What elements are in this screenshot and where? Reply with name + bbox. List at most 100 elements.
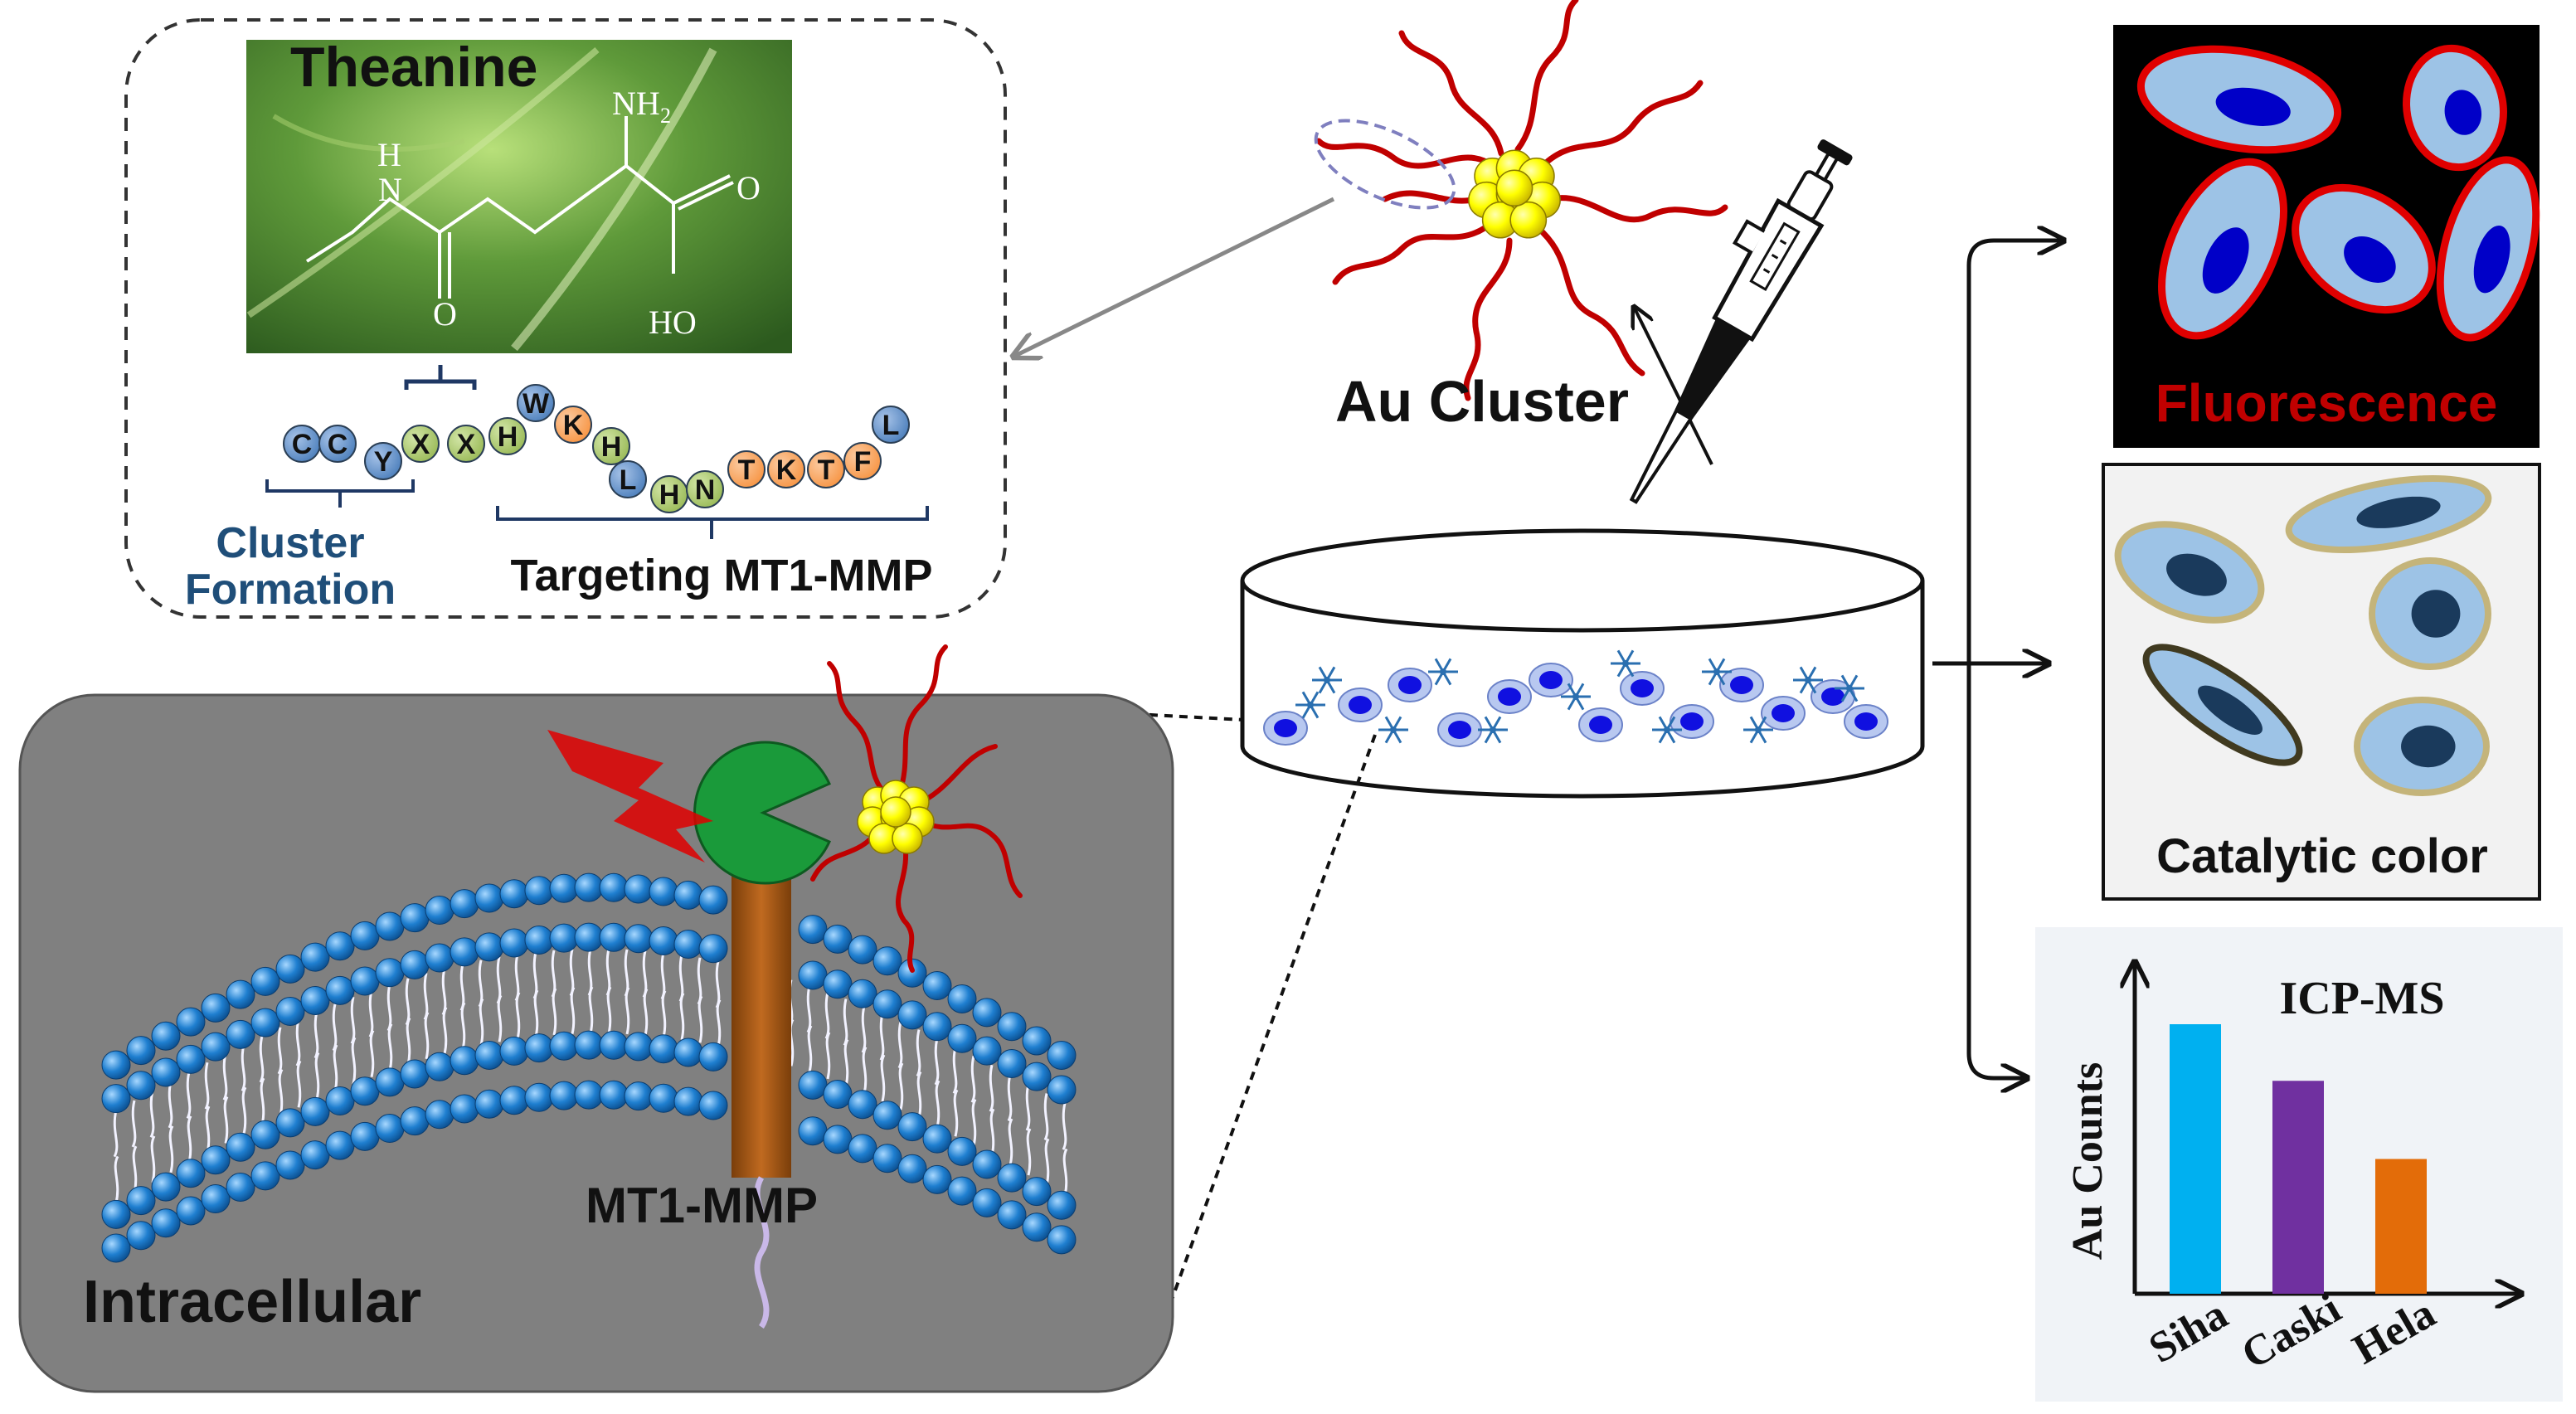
lipid-head (649, 1083, 678, 1113)
dish-fibroblast (1478, 716, 1508, 744)
lipid-head (798, 1070, 828, 1100)
peptide-residue: L (872, 406, 910, 444)
peptide-residue-letter: H (498, 421, 518, 453)
fluorescent-cell (2158, 158, 2287, 340)
bar-caski (2272, 1081, 2324, 1294)
stained-cells (2114, 474, 2492, 796)
lipid-head (201, 1032, 231, 1062)
lipid-bilayer (101, 872, 1077, 1263)
lipid-tail (223, 1096, 229, 1144)
lipid-head (823, 1125, 853, 1154)
mt1-mmp-receptor (731, 829, 791, 1178)
lipid-head (698, 1091, 728, 1120)
lipid-head (1047, 1040, 1077, 1070)
peptide-residue: W (517, 384, 555, 422)
lipid-head (947, 1136, 977, 1166)
lipid-tail (916, 1071, 922, 1119)
lipid-head (524, 1033, 554, 1063)
peptide-residue: C (318, 425, 357, 463)
lipid-tail (387, 1023, 393, 1071)
lipid-tail (114, 1155, 119, 1203)
lipid-head (549, 873, 579, 903)
fluorescent-cell (2436, 156, 2540, 342)
atom-nh: NH (612, 85, 660, 122)
lipid-head (1047, 1190, 1077, 1220)
ligand-highlight-ellipse (1314, 119, 1456, 210)
gold-atom (1509, 201, 1548, 239)
output-arrows (1932, 241, 2063, 1078)
lipid-tail (259, 1035, 265, 1083)
lipid-head (400, 950, 430, 979)
lipid-head (524, 1082, 554, 1112)
lipid-head (275, 1150, 305, 1180)
lipid-head (922, 1164, 952, 1194)
lipid-tail (460, 1002, 466, 1050)
lipid-tail (843, 1038, 849, 1086)
lipid-head (474, 1040, 504, 1070)
lipid-head (823, 924, 853, 954)
dish-fibroblast (1428, 658, 1458, 686)
lipid-head (972, 1188, 1002, 1217)
ligand-to-structure-arrow (1013, 197, 1335, 357)
lipid-head (872, 989, 902, 1019)
dish-cell (1719, 668, 1764, 702)
dish-fibroblast (1378, 716, 1408, 744)
dish-fibroblast (1295, 691, 1325, 719)
lipid-tail (131, 1100, 137, 1148)
lipid-head (1022, 1212, 1052, 1242)
lipid-tail (897, 1021, 903, 1069)
lipid-tail (351, 1037, 357, 1085)
lipid-head (300, 1096, 330, 1126)
lipid-head (151, 1057, 181, 1087)
stained-cell (2142, 644, 2303, 766)
lipid-head (400, 903, 430, 933)
dish-fibroblast (1793, 666, 1823, 694)
au-cluster-label: Au Cluster (1335, 369, 1629, 434)
lipid-head (848, 979, 877, 1008)
dish-cell (1487, 679, 1532, 714)
dish-fibroblast (1835, 674, 1864, 702)
lipid-tail (1062, 1102, 1067, 1150)
lipid-head (798, 960, 828, 990)
lipid-head (599, 922, 629, 952)
targeting-bracket (496, 506, 929, 539)
lipid-head (848, 1090, 877, 1120)
lipid-tail (204, 1062, 210, 1110)
lipid-head (574, 922, 604, 952)
dish-fibroblast (1652, 716, 1682, 744)
lipid-head (1047, 1075, 1077, 1105)
lipid-tail (552, 988, 557, 1036)
dish-cell (1761, 696, 1806, 731)
atom-nh-subscript: 2 (660, 104, 671, 128)
icp-chart-ylabel: Au Counts (2064, 1062, 2112, 1260)
lipid-tail (898, 1062, 904, 1110)
lipid-head (649, 1034, 678, 1064)
lipid-tail (716, 999, 722, 1047)
lipid-head (599, 1030, 629, 1060)
lipid-tail (442, 1006, 448, 1055)
lipid-head (549, 1031, 579, 1061)
dish-fibroblast (1743, 716, 1773, 744)
lipid-head (400, 1106, 430, 1136)
catalytic-panel: Catalytic color (2102, 463, 2541, 901)
stained-cell (2285, 474, 2492, 554)
lipid-head (176, 1007, 206, 1037)
dish-cell (1437, 712, 1482, 747)
gold-atom (1495, 169, 1533, 207)
lipid-tail (661, 990, 667, 1038)
lipid-tail (1008, 1118, 1013, 1166)
peptide-residue: L (609, 460, 647, 498)
dish-fibroblast (1561, 683, 1591, 711)
arrow-to-fluorescence (1932, 241, 2063, 666)
lipid-head (425, 1100, 454, 1130)
lipid-tail (880, 1054, 886, 1102)
dish-cell (1578, 707, 1623, 742)
lipid-head (300, 985, 330, 1015)
peptide-residue-letter: W (522, 388, 550, 420)
peptide-residue-letter: X (411, 429, 430, 460)
lipid-tail (1026, 1128, 1032, 1176)
dish-cell (1263, 711, 1308, 746)
lipid-tail (424, 1012, 430, 1060)
lipid-head (997, 1049, 1027, 1079)
